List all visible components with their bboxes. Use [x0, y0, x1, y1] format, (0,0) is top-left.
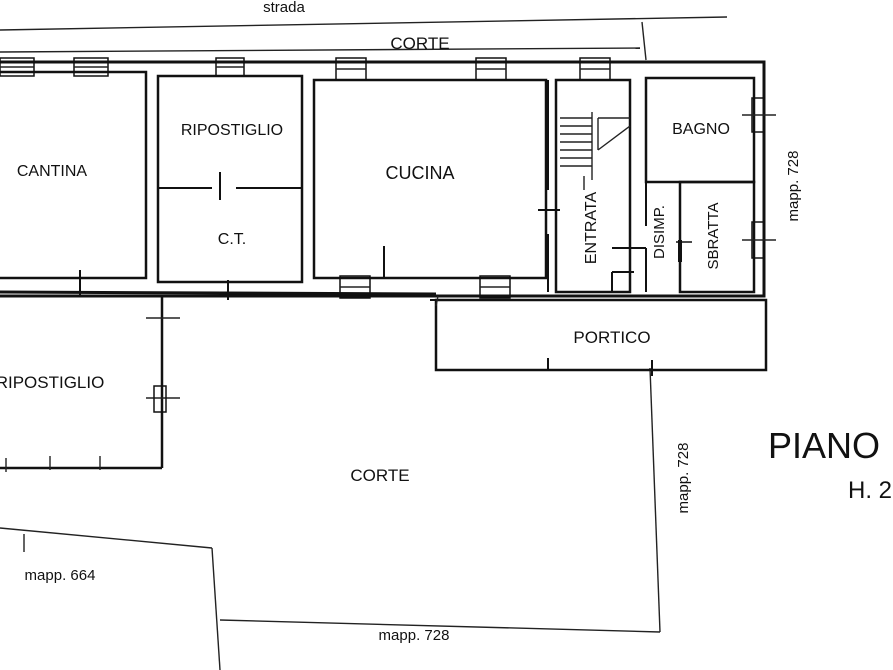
label-ct: C.T. — [218, 231, 246, 248]
label-strada: strada — [263, 0, 305, 16]
label-cucina: CUCINA — [385, 163, 454, 183]
room-disimp — [611, 182, 647, 292]
room-entrata — [547, 57, 632, 294]
label-cantina: CANTINA — [17, 163, 88, 180]
room-cantina — [0, 57, 148, 296]
label-bagno: BAGNO — [672, 121, 730, 138]
boundary-ticks — [23, 295, 439, 552]
boundary-lines — [0, 16, 728, 670]
building-walls — [0, 60, 766, 298]
label-mapp-728-mid: mapp. 728 — [675, 443, 692, 514]
label-mapp-728-bottom: mapp. 728 — [379, 627, 450, 644]
room-cucina — [312, 57, 560, 299]
label-corte-top: CORTE — [390, 34, 449, 53]
plan-labels: strada CORTE CANTINA RIPOSTIGLIO C.T. CU… — [0, 0, 892, 644]
stairs — [560, 112, 631, 190]
label-portico: PORTICO — [573, 328, 650, 347]
label-ripostiglio-lower: RIPOSTIGLIO — [0, 373, 104, 392]
room-ripostiglio-ct — [156, 57, 304, 300]
label-corte-main: CORTE — [350, 466, 409, 485]
room-portico — [430, 298, 768, 376]
label-mapp-728-right: mapp. 728 — [785, 151, 802, 222]
label-sbratta: SBRATTA — [705, 203, 722, 270]
label-height: H. 2 — [848, 477, 892, 504]
label-mapp-664: mapp. 664 — [25, 567, 96, 584]
label-disimp: DISIMP. — [651, 205, 668, 259]
room-ripostiglio-lower — [0, 296, 180, 472]
label-ripostiglio-upper: RIPOSTIGLIO — [181, 122, 283, 139]
room-sbratta — [676, 180, 776, 294]
label-entrata: ENTRATA — [583, 192, 600, 265]
label-piano: PIANO — [768, 425, 880, 466]
